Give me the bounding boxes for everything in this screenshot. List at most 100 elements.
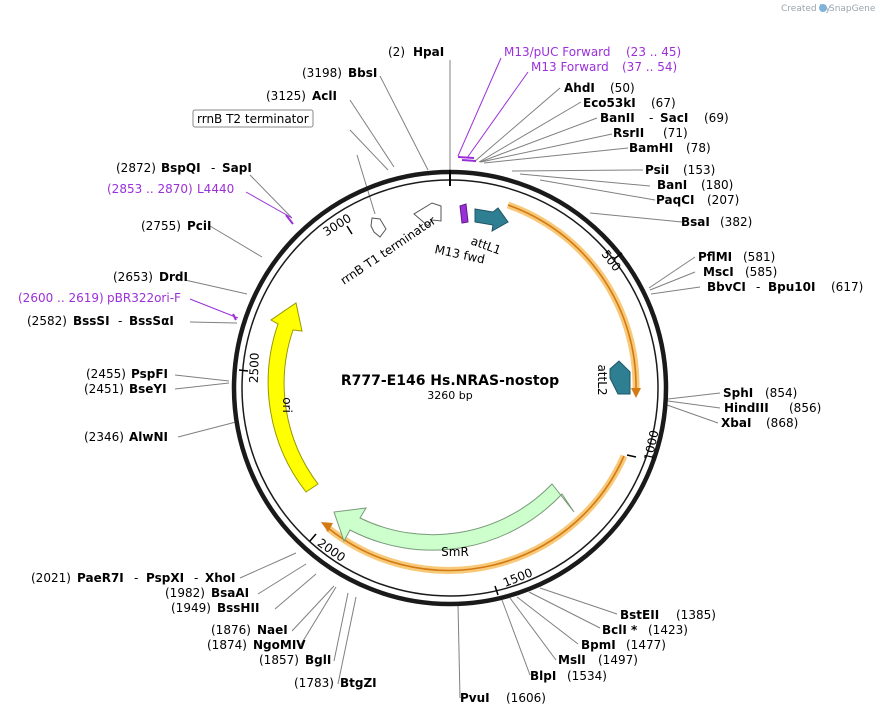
svg-text:-: - bbox=[211, 161, 215, 175]
rrnb-t2-feature[interactable] bbox=[413, 202, 442, 227]
plasmid-size: 3260 bp bbox=[427, 389, 472, 402]
primer-m13puc-range: (23 .. 45) bbox=[626, 45, 681, 59]
site-sapi[interactable]: SapI bbox=[222, 161, 252, 175]
site-psii[interactable]: PsiI bbox=[645, 163, 669, 177]
site-bsteii[interactable]: BstEII bbox=[620, 608, 659, 622]
site-bcli[interactable]: BclI * bbox=[602, 623, 638, 637]
site-bsssai[interactable]: BssSαI bbox=[129, 314, 174, 328]
site-bgli-pos: (1857) bbox=[259, 653, 299, 667]
site-bbsi[interactable]: BbsI bbox=[348, 66, 377, 80]
site-pcii[interactable]: PciI bbox=[187, 219, 212, 233]
site-bpu10i[interactable]: Bpu10I bbox=[768, 280, 815, 294]
site-acli[interactable]: AclI bbox=[312, 89, 337, 103]
site-acli-pos: (3125) bbox=[266, 89, 306, 103]
attl2-feature[interactable] bbox=[609, 360, 631, 395]
created-by-label: Created by bbox=[781, 4, 831, 14]
site-ngomiv[interactable]: NgoMIV bbox=[253, 638, 306, 652]
primer-m13fwd[interactable]: M13 Forward bbox=[531, 60, 609, 74]
site-rsrii[interactable]: RsrII bbox=[613, 126, 644, 140]
site-eco53ki-pos: (67) bbox=[651, 96, 676, 110]
rrnb-t1-feature[interactable] bbox=[370, 217, 387, 238]
site-bbsi-pos: (3198) bbox=[302, 66, 342, 80]
site-pspfi[interactable]: PspFI bbox=[131, 367, 168, 381]
primer-l4440-range: (2853 .. 2870) bbox=[107, 182, 193, 196]
site-paer7i[interactable]: PaeR7I bbox=[77, 571, 124, 585]
site-eco53ki[interactable]: Eco53kI bbox=[583, 96, 636, 110]
smr-feature[interactable] bbox=[333, 483, 575, 551]
site-paqci-pos: (207) bbox=[707, 193, 739, 207]
site-sphi[interactable]: SphI bbox=[723, 386, 753, 400]
site-ahdi[interactable]: AhdI bbox=[564, 81, 595, 95]
ori-label: ori bbox=[280, 397, 294, 413]
site-msci[interactable]: MscI bbox=[703, 265, 734, 279]
site-pflmi-pos: (581) bbox=[743, 250, 775, 264]
site-naei-pos: (1876) bbox=[211, 623, 251, 637]
site-hindiii[interactable]: HindIII bbox=[724, 401, 769, 415]
attl1-feature[interactable] bbox=[474, 207, 509, 232]
site-bsaai[interactable]: BsaAI bbox=[211, 586, 249, 600]
site-rsrii-pos: (71) bbox=[663, 126, 688, 140]
site-drdi-pos: (2653) bbox=[113, 270, 153, 284]
site-saci[interactable]: SacI bbox=[660, 111, 688, 125]
site-blpi[interactable]: BlpI bbox=[530, 669, 556, 683]
site-bbvci[interactable]: BbvCI bbox=[707, 280, 746, 294]
site-bsaai-pos: (1982) bbox=[165, 586, 205, 600]
site-btgzi[interactable]: BtgZI bbox=[340, 676, 377, 690]
primer-mark-pbr322 bbox=[232, 313, 237, 321]
site-paqci[interactable]: PaqCI bbox=[656, 193, 694, 207]
site-xbai-pos: (868) bbox=[766, 416, 798, 430]
site-xbai[interactable]: XbaI bbox=[721, 416, 751, 430]
site-alwni-pos: (2346) bbox=[84, 430, 124, 444]
site-bsssi-pos: (2582) bbox=[27, 314, 67, 328]
site-bsshii[interactable]: BssHII bbox=[217, 601, 259, 615]
snapgene-logo: Created by SnapGene bbox=[781, 4, 876, 14]
primer-leader-lines bbox=[189, 57, 529, 319]
site-pvui[interactable]: PvuI bbox=[460, 691, 490, 705]
site-banii[interactable]: BanII bbox=[600, 111, 635, 125]
primer-pbr322[interactable]: pBR322ori-F bbox=[107, 291, 181, 305]
site-msli-pos: (1497) bbox=[598, 653, 638, 667]
primer-mark-l4440 bbox=[285, 214, 294, 225]
snapgene-logo-icon bbox=[819, 4, 827, 12]
site-bgli[interactable]: BglI bbox=[305, 653, 331, 667]
primer-pbr322-range: (2600 .. 2619) bbox=[18, 291, 104, 305]
site-hpai[interactable]: HpaI bbox=[413, 45, 444, 59]
site-bsai[interactable]: BsaI bbox=[681, 215, 710, 229]
position-ticks bbox=[238, 225, 637, 596]
site-bamhi[interactable]: BamHI bbox=[629, 141, 673, 155]
orf-arc-2 bbox=[327, 455, 625, 572]
site-naei[interactable]: NaeI bbox=[257, 623, 288, 637]
svg-text:-: - bbox=[134, 571, 138, 585]
site-msci-pos: (585) bbox=[745, 265, 777, 279]
site-bsssi[interactable]: BssSI bbox=[73, 314, 110, 328]
site-alwni[interactable]: AlwNI bbox=[129, 430, 168, 444]
site-drdi[interactable]: DrdI bbox=[159, 270, 188, 284]
attl2-label: attL2 bbox=[595, 364, 609, 395]
site-xhoi[interactable]: XhoI bbox=[205, 571, 236, 585]
orf-arc-1 bbox=[507, 204, 637, 391]
orf-arcs bbox=[321, 201, 641, 574]
site-bani[interactable]: BanI bbox=[657, 178, 687, 192]
svg-text:-: - bbox=[194, 571, 198, 585]
site-pflmi[interactable]: PflMI bbox=[698, 250, 732, 264]
plasmid-name: R777-E146 Hs.NRAS-nostop bbox=[341, 373, 559, 389]
site-msli[interactable]: MslI bbox=[558, 653, 586, 667]
site-hindiii-pos: (856) bbox=[789, 401, 821, 415]
tick-label-1000: 1000 bbox=[641, 429, 661, 462]
m13-fwd-feature[interactable] bbox=[459, 203, 469, 224]
site-pspfi-pos: (2455) bbox=[86, 367, 126, 381]
site-psii-pos: (153) bbox=[683, 163, 715, 177]
primer-mark-m13fwd bbox=[461, 159, 477, 162]
site-bpmi[interactable]: BpmI bbox=[581, 638, 616, 652]
site-bpmi-pos: (1477) bbox=[626, 638, 666, 652]
rrnb-t2-label: rrnB T2 terminator bbox=[197, 112, 309, 126]
tick-label-3000: 3000 bbox=[320, 211, 353, 239]
site-sphi-pos: (854) bbox=[765, 386, 797, 400]
site-bseyi[interactable]: BseYI bbox=[129, 382, 167, 396]
primer-l4440[interactable]: L4440 bbox=[197, 182, 234, 196]
site-pspxi[interactable]: PspXI bbox=[146, 571, 184, 585]
primer-m13puc[interactable]: M13/pUC Forward bbox=[504, 45, 611, 59]
svg-text:-: - bbox=[118, 314, 122, 328]
site-bspqi[interactable]: BspQI bbox=[161, 161, 201, 175]
ori-feature[interactable] bbox=[267, 302, 319, 493]
